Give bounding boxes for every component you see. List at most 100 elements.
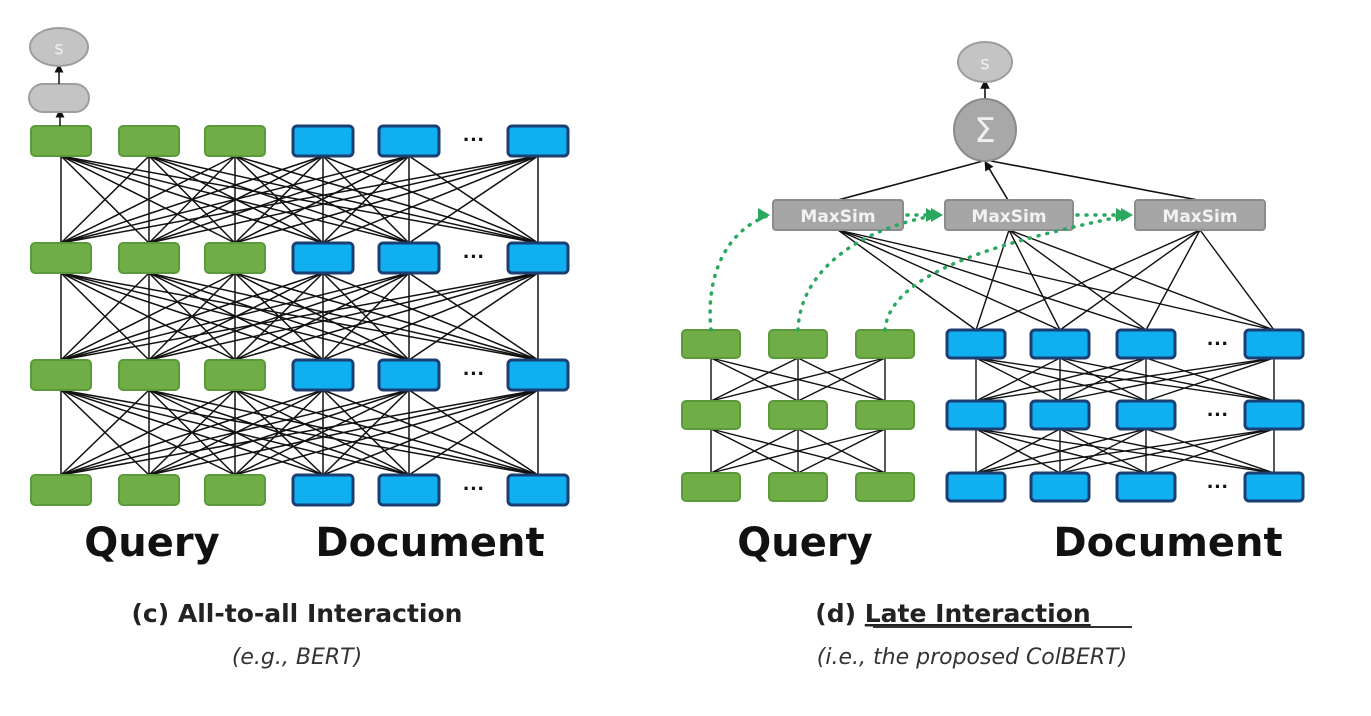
- d-query-token: [768, 472, 828, 502]
- c-document-token: [377, 124, 441, 158]
- c-edge: [234, 272, 539, 361]
- d-document-token: [945, 399, 1007, 431]
- maxsim-label: MaxSim: [1162, 207, 1237, 227]
- c-edge: [60, 272, 324, 361]
- d-score-node: [957, 41, 1013, 83]
- d-document-edge: [1059, 357, 1147, 402]
- c-edge: [322, 389, 410, 476]
- c-document-token: [291, 473, 355, 507]
- c-edge: [60, 272, 236, 361]
- c-query-token: [118, 359, 180, 391]
- d-document-edge: [1059, 357, 1275, 402]
- arrowhead-icon: [1121, 208, 1133, 222]
- green-dotted-arrow: [708, 213, 772, 332]
- maxsim-box: [1134, 199, 1266, 231]
- c-edge: [60, 389, 150, 476]
- c-nodes: [30, 124, 570, 507]
- d-document-token: [1243, 399, 1305, 431]
- c-ellipsis-row4: ···: [463, 476, 485, 501]
- c-query-token: [204, 359, 266, 391]
- d-document-token: [945, 328, 1007, 360]
- d-query-token: [681, 400, 741, 430]
- c-edge: [322, 389, 539, 476]
- c-document-token: [377, 358, 441, 392]
- d-document-edge: [975, 428, 1147, 474]
- d-sum-node: [953, 98, 1017, 162]
- d-maxsim-doc-edge: [975, 229, 1201, 331]
- d-document-token: [1243, 328, 1305, 360]
- c-edge: [60, 272, 410, 361]
- c-edge: [234, 155, 539, 244]
- d-document-token: [1115, 399, 1177, 431]
- c-edge: [322, 155, 539, 244]
- c-document-token: [291, 241, 355, 275]
- c-edge: [322, 155, 410, 244]
- d-document-edge: [975, 428, 1275, 474]
- c-edge: [234, 272, 410, 361]
- d-query-token: [768, 400, 828, 430]
- d-score-label: s: [980, 53, 989, 74]
- d-query-token: [855, 400, 915, 430]
- c-query-token: [30, 474, 92, 506]
- sum-icon: Σ: [974, 111, 995, 151]
- d-document-token: [1029, 328, 1091, 360]
- c-edge: [148, 272, 539, 361]
- d-query-token: [768, 329, 828, 359]
- d-query-edge: [710, 357, 886, 402]
- c-edge: [60, 389, 236, 476]
- c-edge: [148, 155, 539, 244]
- c-edge: [234, 389, 539, 476]
- c-edge: [60, 155, 324, 244]
- arrowhead-icon: [758, 208, 770, 222]
- d-edge-maxsim1-sum: [837, 160, 984, 201]
- d-query-edge: [710, 428, 799, 474]
- c-edge: [148, 389, 539, 476]
- d-maxsim-edges: [837, 229, 1275, 331]
- c-edge: [322, 272, 410, 361]
- maxsim-label: MaxSim: [971, 207, 1046, 227]
- c-query-token: [118, 125, 180, 157]
- maxsim-box: [772, 199, 904, 231]
- c-edge: [408, 155, 539, 244]
- d-maxsim-doc-edge: [1008, 229, 1275, 331]
- d-maxsim-doc-edge: [1199, 229, 1275, 331]
- c-edge: [234, 389, 410, 476]
- d-query-edge: [797, 428, 886, 474]
- d-document-edge: [1145, 357, 1275, 402]
- c-document-token: [377, 241, 441, 275]
- d-document-edge: [975, 357, 1275, 402]
- d-ellipsis-row1: ···: [1207, 331, 1229, 356]
- c-edge: [408, 389, 539, 476]
- d-caption-main: Late Interaction: [865, 599, 1091, 628]
- c-query-label: Query: [84, 520, 219, 566]
- c-edge: [60, 155, 410, 244]
- d-query-edge: [710, 428, 886, 474]
- d-ellipsis-row3: ···: [1207, 474, 1229, 499]
- d-maxsim-doc-edge: [1008, 229, 1061, 331]
- d-query-token: [681, 329, 741, 359]
- c-edges: [60, 155, 539, 476]
- maxsim-box: [944, 199, 1074, 231]
- d-query-edge: [710, 357, 799, 402]
- c-query-token: [118, 474, 180, 506]
- c-edge: [60, 389, 410, 476]
- d-document-edge: [975, 357, 1061, 402]
- c-pool-node: [28, 83, 90, 113]
- c-query-token: [30, 242, 92, 274]
- d-document-token: [1115, 328, 1177, 360]
- d-document-edge: [1145, 428, 1275, 474]
- d-edge-maxsim3-sum: [990, 160, 1199, 201]
- d-document-token: [1115, 471, 1177, 503]
- c-edge: [322, 272, 539, 361]
- c-edge: [60, 155, 539, 244]
- c-query-token: [204, 125, 266, 157]
- d-caption: (d) Late Interaction: [815, 599, 1090, 628]
- c-query-token: [30, 359, 92, 391]
- c-edge: [60, 389, 539, 476]
- d-document-token: [945, 471, 1007, 503]
- c-edge: [234, 155, 410, 244]
- d-query-token: [855, 329, 915, 359]
